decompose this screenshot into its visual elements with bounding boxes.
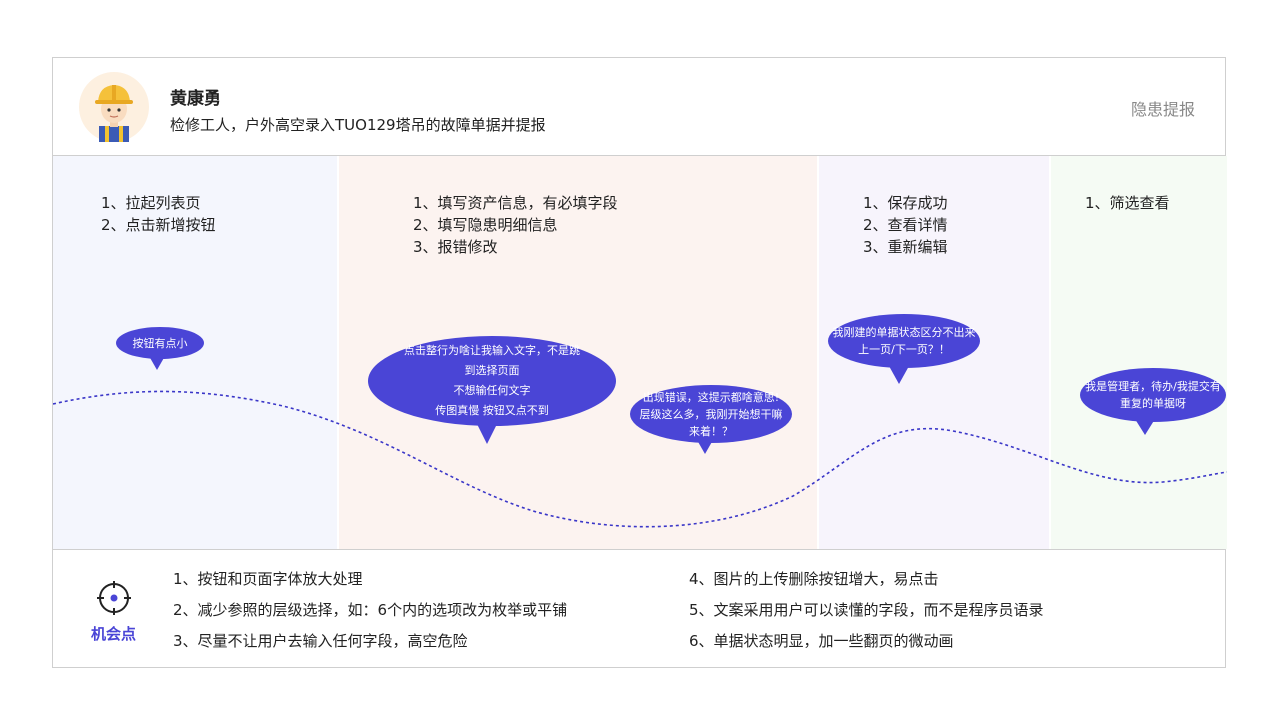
bubble-line: 层级这么多，我刚开始想干嘛	[640, 406, 783, 423]
bubble-tail	[1135, 419, 1155, 435]
bubble-tail	[477, 424, 497, 444]
bubble-line: 出现错误，这提示都啥意思!	[643, 389, 779, 406]
opportunities-list-right: 4、图片的上传删除按钮增大，易点击 5、文案采用用户可以读懂的字段，而不是程序员…	[689, 564, 1044, 657]
persona-description: 检修工人，户外高空录入TUO129塔吊的故障单据并提报	[170, 114, 546, 135]
emotion-curve	[53, 156, 1227, 549]
opportunity-item: 1、按钮和页面字体放大处理	[173, 564, 567, 595]
bubble-line: 上一页/下一页？！	[858, 341, 950, 358]
bubble-line: 我刚建的单据状态区分不出来	[833, 324, 976, 341]
worker-avatar-icon	[79, 72, 149, 142]
opportunities-list-left: 1、按钮和页面字体放大处理 2、减少参照的层级选择，如：6个内的选项改为枚举或平…	[173, 564, 567, 657]
scenario-label: 隐患提报	[1131, 96, 1195, 120]
opportunity-item: 3、尽量不让用户去输入任何字段，高空危险	[173, 626, 567, 657]
opportunity-item: 4、图片的上传删除按钮增大，易点击	[689, 564, 1044, 595]
bubble-line: 按钮有点小	[133, 335, 188, 352]
opportunity-item: 2、减少参照的层级选择，如：6个内的选项改为枚举或平铺	[173, 595, 567, 626]
bubble-line: 不想输任何文字	[454, 381, 531, 401]
bubble-line: 重复的单据呀	[1120, 395, 1186, 412]
pain-point-bubble-5: 我是管理者，待办/我提交有 重复的单据呀	[1080, 368, 1226, 422]
journey-map: 黄康勇 检修工人，户外高空录入TUO129塔吊的故障单据并提报 隐患提报 1、拉…	[52, 57, 1226, 668]
pain-point-bubble-4: 我刚建的单据状态区分不出来 上一页/下一页？！	[828, 314, 980, 368]
bubble-tail	[697, 440, 713, 454]
pain-point-bubble-3: 出现错误，这提示都啥意思! 层级这么多，我刚开始想干嘛 来着！？	[630, 385, 792, 443]
opportunity-item: 6、单据状态明显，加一些翻页的微动画	[689, 626, 1044, 657]
bubble-line: 到选择页面	[465, 361, 520, 381]
opportunity-item: 5、文案采用用户可以读懂的字段，而不是程序员语录	[689, 595, 1044, 626]
pain-point-bubble-1: 按钮有点小	[116, 327, 204, 359]
bubble-line: 点击整行为啥让我输入文字，不是跳	[404, 341, 580, 361]
bubble-tail	[889, 366, 909, 384]
bubble-tail	[149, 356, 165, 370]
opportunities-title: 机会点	[91, 623, 136, 644]
persona-header: 黄康勇 检修工人，户外高空录入TUO129塔吊的故障单据并提报 隐患提报	[53, 58, 1225, 156]
persona-name: 黄康勇	[170, 84, 221, 109]
target-icon	[97, 581, 131, 615]
journey-stages: 1、拉起列表页 2、点击新增按钮 1、填写资产信息，有必填字段 2、填写隐患明细…	[53, 156, 1225, 549]
bubble-line: 传图真慢 按钮又点不到	[435, 401, 549, 421]
opportunities-section: 机会点 1、按钮和页面字体放大处理 2、减少参照的层级选择，如：6个内的选项改为…	[53, 549, 1225, 667]
pain-point-bubble-2: 点击整行为啥让我输入文字，不是跳 到选择页面 不想输任何文字 传图真慢 按钮又点…	[368, 336, 616, 426]
bubble-line: 我是管理者，待办/我提交有	[1085, 378, 1221, 395]
bubble-line: 来着！？	[689, 423, 733, 440]
